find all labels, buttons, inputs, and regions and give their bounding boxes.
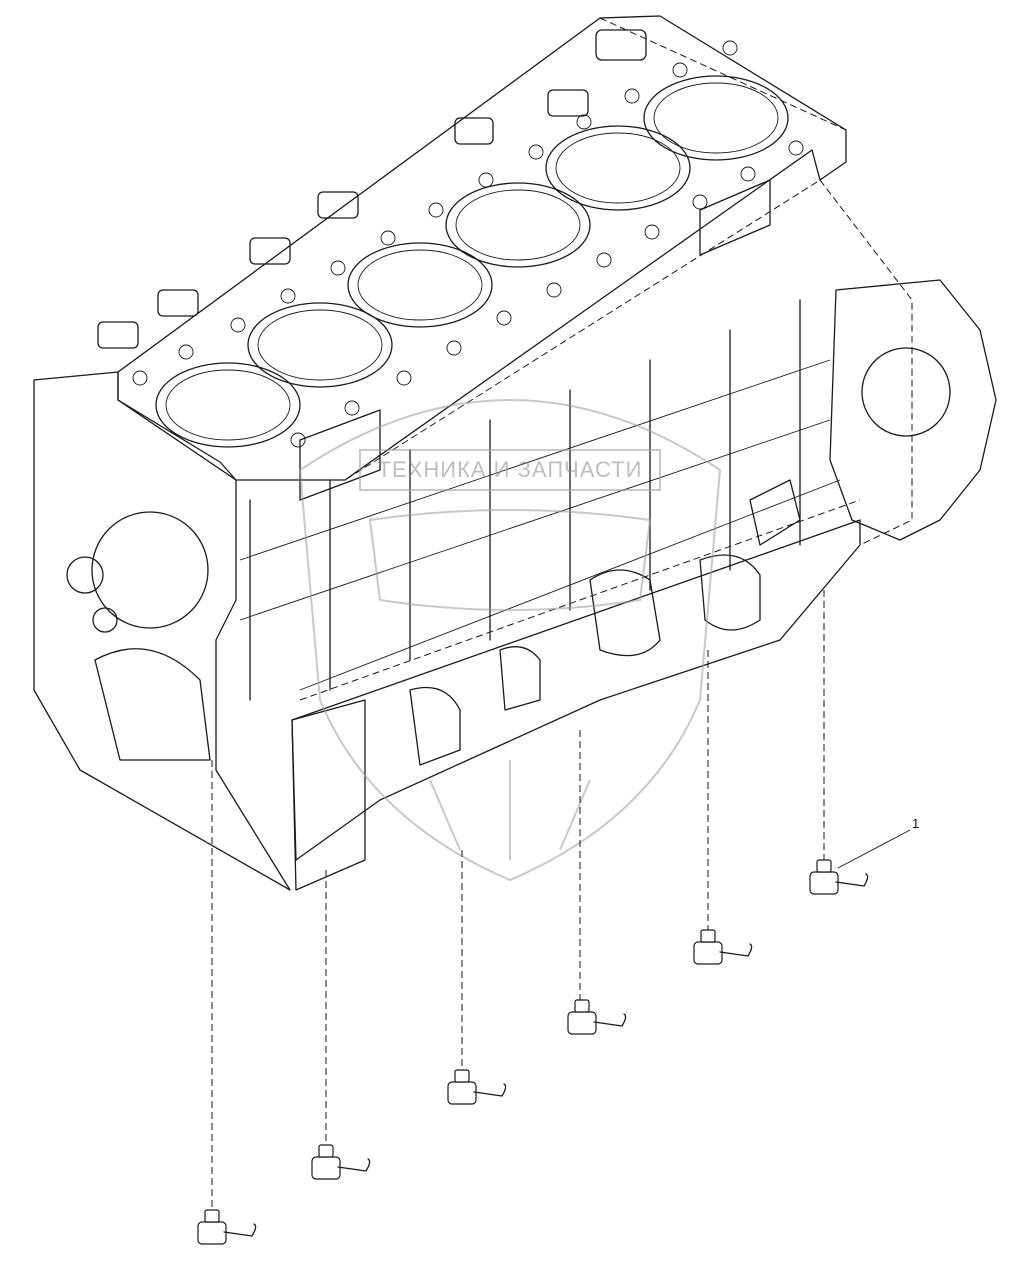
- bearing-webs: [239, 179, 841, 766]
- nozzle-3: [567, 999, 627, 1035]
- cylinder-block: [33, 15, 997, 891]
- callout-label: 1: [912, 816, 919, 831]
- nozzle-6: [197, 1209, 257, 1245]
- nozzle-4: [447, 1069, 507, 1105]
- camshaft-bosses: [97, 29, 647, 349]
- hidden-edges: [117, 17, 913, 701]
- nozzle-5: [311, 1144, 371, 1180]
- callout-1: 1: [837, 816, 919, 869]
- nozzle-2: [693, 929, 753, 965]
- leader-lines: [211, 590, 825, 1215]
- head-bolt-holes: [132, 40, 804, 448]
- cylinder-bores: [155, 75, 789, 448]
- watermark-text: ТЕХНИКА И ЗАПЧАСТИ: [378, 457, 643, 482]
- piston-cooling-nozzles: [197, 859, 869, 1245]
- nozzle-1: [809, 859, 869, 895]
- watermark-logo: ТЕХНИКА И ЗАПЧАСТИ: [298, 399, 722, 882]
